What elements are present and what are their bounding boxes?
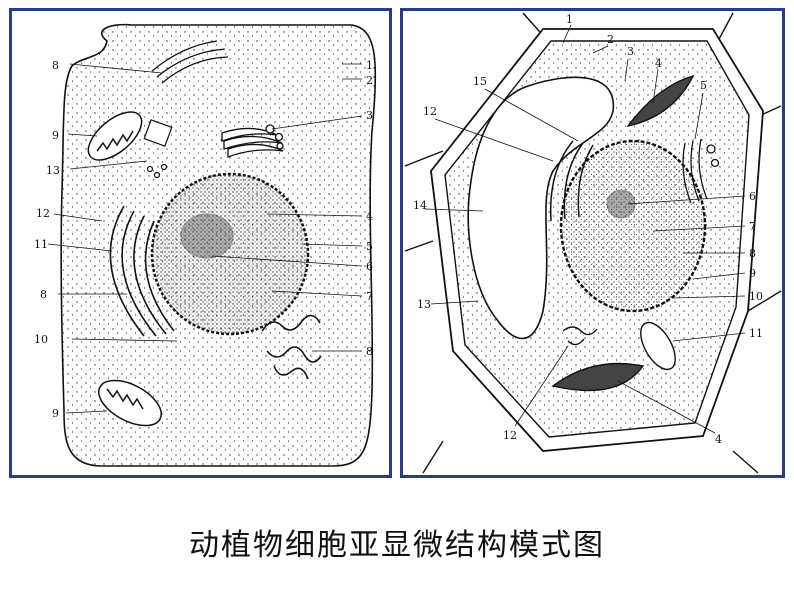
central-vacuole <box>467 76 615 340</box>
label-7: 7 <box>749 220 756 233</box>
label-6: 6 <box>749 190 756 203</box>
label-2: 2 <box>607 33 614 46</box>
label-4-upper: 4 <box>655 57 662 70</box>
label-9: 9 <box>749 267 756 280</box>
label-14: 14 <box>413 199 427 212</box>
callout-labels: 1 2 3 15 4 5 12 14 6 7 8 9 13 10 11 12 4 <box>413 13 763 446</box>
label-15: 15 <box>473 75 487 88</box>
mitochondrion-upper <box>87 111 143 161</box>
label-9-lower: 9 <box>52 407 59 420</box>
chloroplast-upper <box>626 74 695 128</box>
label-13: 13 <box>417 298 431 311</box>
label-9-upper: 9 <box>52 129 59 142</box>
label-3: 3 <box>627 45 634 58</box>
centrosome <box>143 119 173 179</box>
mitochondrion-lower <box>98 379 162 427</box>
neighbour-walls <box>404 12 782 474</box>
label-10: 10 <box>749 290 763 303</box>
label-5: 5 <box>700 79 707 92</box>
label-13: 13 <box>46 164 60 177</box>
label-2: 2 <box>366 74 373 87</box>
rough-er-top <box>151 40 229 84</box>
label-8: 8 <box>749 247 756 260</box>
label-12-upper: 12 <box>423 105 437 118</box>
plant-cell-panel: 1 2 3 15 4 5 12 14 6 7 8 9 13 10 11 12 4 <box>400 8 785 478</box>
label-12: 12 <box>36 207 50 220</box>
smooth-er <box>562 326 598 346</box>
label-11: 11 <box>749 327 763 340</box>
label-1: 1 <box>566 13 573 26</box>
label-7: 7 <box>366 290 373 303</box>
label-3: 3 <box>366 109 373 122</box>
animal-cell-panel: 8 1 2 3 9 13 12 4 11 5 6 8 7 10 8 9 <box>9 8 392 478</box>
rough-er-left <box>109 205 175 337</box>
label-8-mid: 8 <box>40 288 47 301</box>
animal-cell-diagram: 8 1 2 3 9 13 12 4 11 5 6 8 7 10 8 9 <box>34 23 377 467</box>
label-11: 11 <box>34 238 48 251</box>
label-1: 1 <box>366 59 373 72</box>
nucleus <box>150 172 310 336</box>
mitochondrion <box>640 321 676 371</box>
golgi-apparatus <box>221 124 284 158</box>
leader-lines <box>424 24 746 434</box>
label-8-top: 8 <box>52 59 59 72</box>
nucleolus <box>606 189 636 219</box>
nucleolus <box>180 213 234 259</box>
golgi-apparatus <box>682 138 720 204</box>
nucleus <box>559 139 707 313</box>
callout-labels: 8 1 2 3 9 13 12 4 11 5 6 8 7 10 8 9 <box>34 59 373 420</box>
rough-er <box>549 140 594 222</box>
chloroplast-lower <box>551 362 645 392</box>
label-5: 5 <box>366 240 373 253</box>
leader-lines <box>47 63 363 414</box>
label-8-lower: 8 <box>366 345 373 358</box>
label-6: 6 <box>366 260 373 273</box>
label-10: 10 <box>34 333 48 346</box>
label-4-lower: 4 <box>715 433 722 446</box>
plant-cell-diagram: 1 2 3 15 4 5 12 14 6 7 8 9 13 10 11 12 4 <box>404 12 782 474</box>
label-12-lower: 12 <box>503 429 517 442</box>
smooth-er <box>261 314 322 380</box>
label-4: 4 <box>366 210 373 223</box>
figure-caption: 动植物细胞亚显微结构模式图 <box>189 528 605 563</box>
